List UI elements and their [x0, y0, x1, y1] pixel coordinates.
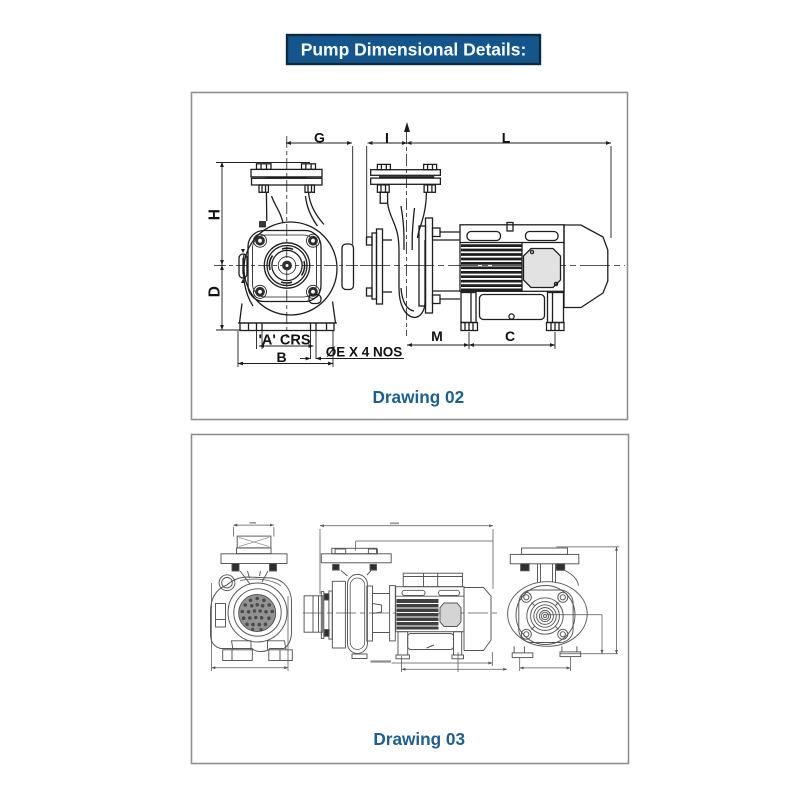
svg-text:M: M: [431, 328, 443, 344]
svg-text:G: G: [314, 129, 325, 145]
svg-text:Drawing 02: Drawing 02: [372, 387, 464, 407]
svg-text:Drawing 03: Drawing 03: [373, 729, 465, 749]
svg-text:H: H: [207, 209, 224, 220]
svg-text:Pump Dimensional Details:: Pump Dimensional Details:: [301, 39, 527, 59]
svg-text:ØE X 4 NOS: ØE X 4 NOS: [326, 345, 403, 360]
svg-text:D: D: [207, 286, 224, 297]
svg-text:C: C: [505, 328, 515, 344]
svg-text:B: B: [276, 349, 286, 365]
svg-text:I: I: [385, 129, 389, 145]
svg-text:'A' CRS: 'A' CRS: [258, 333, 310, 349]
svg-text:L: L: [502, 129, 511, 145]
